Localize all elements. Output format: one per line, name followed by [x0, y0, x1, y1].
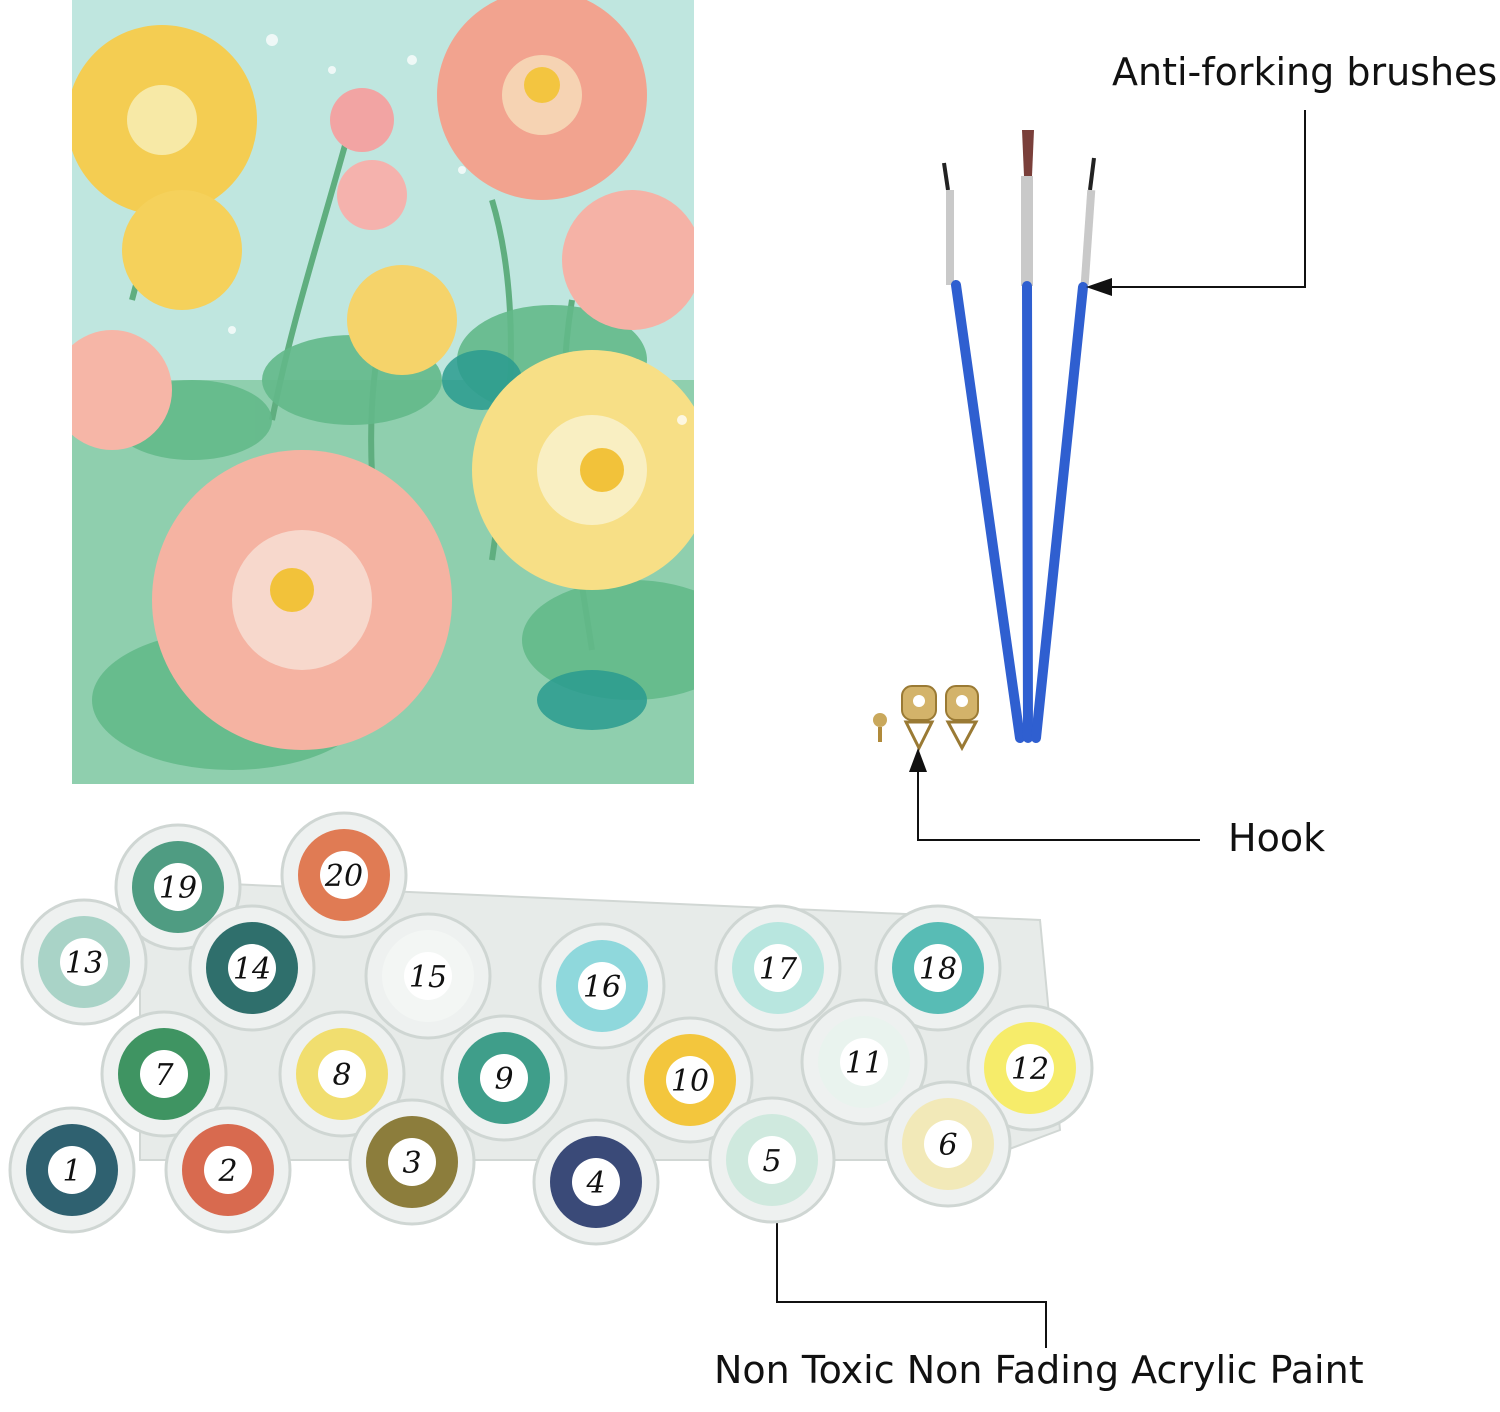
paint-pot-7: 7 — [100, 1010, 228, 1138]
paint-pot-number: 6 — [938, 1128, 957, 1163]
paint-pot-number: 7 — [154, 1058, 174, 1093]
paint-brush-2 — [1021, 130, 1034, 743]
paint-pot-number: 14 — [233, 952, 271, 987]
flower-painting-image — [72, 0, 694, 784]
paint-pot-5: 5 — [708, 1096, 836, 1224]
brushes-label: Anti-forking brushes — [1112, 50, 1498, 94]
paint-pot-20: 20 — [280, 811, 408, 939]
paint-pot-9: 9 — [440, 1014, 568, 1142]
paint-pot-number: 5 — [762, 1144, 781, 1179]
hook-leader-line — [917, 768, 1200, 841]
paint-pot-number: 19 — [159, 871, 197, 906]
paint-pot-16: 16 — [538, 922, 666, 1050]
paint-pot-number: 3 — [402, 1146, 421, 1181]
paint-pot-8: 8 — [278, 1010, 406, 1138]
paint-pot-number: 20 — [324, 859, 363, 894]
paint-pot-15: 15 — [364, 912, 492, 1040]
paint-pot-1: 1 — [8, 1106, 136, 1234]
paint-pot-number: 13 — [65, 946, 103, 981]
paint-pot-number: 1 — [62, 1154, 81, 1189]
brushes-leader-line — [1108, 110, 1306, 288]
hook-label: Hook — [1228, 816, 1326, 860]
paint-pot-number: 11 — [845, 1046, 883, 1081]
paint-pot-number: 4 — [585, 1166, 605, 1201]
paint-pot-6: 6 — [884, 1080, 1012, 1208]
paint-brush-1 — [942, 162, 1025, 743]
paint-pot-number: 16 — [583, 970, 621, 1005]
paint-pot-12: 12 — [966, 1004, 1094, 1132]
paint-pot-number: 15 — [409, 960, 447, 995]
paint-pot-4: 4 — [532, 1118, 660, 1246]
paint-pot-number: 10 — [671, 1064, 709, 1099]
paint-pot-10: 10 — [626, 1016, 754, 1144]
hook-icon — [873, 685, 979, 752]
paint-brush-3 — [1031, 157, 1096, 743]
paint-pot-17: 17 — [714, 904, 842, 1032]
hook-arrow-icon — [909, 748, 927, 772]
paint-pot-number: 9 — [494, 1062, 513, 1097]
paint-leader-line — [776, 1188, 1047, 1348]
paint-pot-number: 12 — [1011, 1052, 1049, 1087]
paint-pot-number: 8 — [332, 1058, 351, 1093]
paint-pot-14: 14 — [188, 904, 316, 1032]
paint-pot-2: 2 — [164, 1106, 292, 1234]
paint-pot-number: 2 — [217, 1154, 237, 1189]
paint-label: Non Toxic Non Fading Acrylic Paint — [714, 1348, 1364, 1392]
paint-pot-number: 18 — [919, 952, 957, 987]
paint-pot-3: 3 — [348, 1098, 476, 1226]
paint-pot-18: 18 — [874, 904, 1002, 1032]
brushes-arrow-icon — [1086, 278, 1112, 296]
flower-painting-svg — [72, 0, 694, 784]
paint-pot-19: 19 — [114, 823, 242, 951]
paint-pot-13: 13 — [20, 898, 148, 1026]
paint-pot-11: 11 — [800, 998, 928, 1126]
paint-pot-number: 17 — [759, 952, 798, 987]
